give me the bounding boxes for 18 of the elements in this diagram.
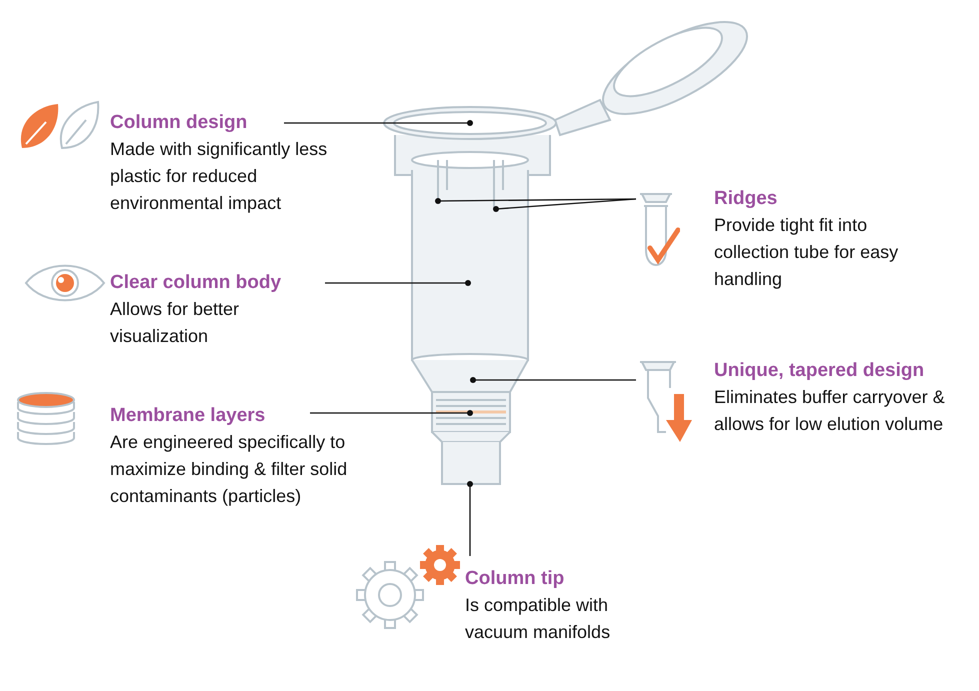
callout-text: Are engineered specifically to maximize binding & filter solid contaminants (particles) xyxy=(110,431,348,508)
callout-heading: Clear column body xyxy=(110,271,282,295)
callout-text: Allows for better visualization xyxy=(110,298,240,348)
callout-text: Made with significantly less plastic for reduced environmental impact xyxy=(110,138,328,215)
leader-line xyxy=(493,198,636,212)
callout-heading: Unique, tapered design xyxy=(714,359,926,383)
callout-heading: Ridges xyxy=(714,187,778,211)
callout-heading: Membrane layers xyxy=(110,404,266,428)
leader-line xyxy=(467,481,473,556)
callout-heading: Column design xyxy=(110,111,248,135)
callout-text: Eliminates buffer carryover & allows for low elution volume xyxy=(714,386,946,436)
callout-text: Is compatible with vacuum manifolds xyxy=(465,594,612,644)
leader-line xyxy=(310,410,473,416)
leader-line xyxy=(470,377,636,383)
leader-line xyxy=(325,280,471,286)
callout-text: Provide tight fit into collection tube for easy handling xyxy=(714,214,900,291)
callout-heading: Column tip xyxy=(465,567,566,591)
leader-line xyxy=(284,120,473,126)
